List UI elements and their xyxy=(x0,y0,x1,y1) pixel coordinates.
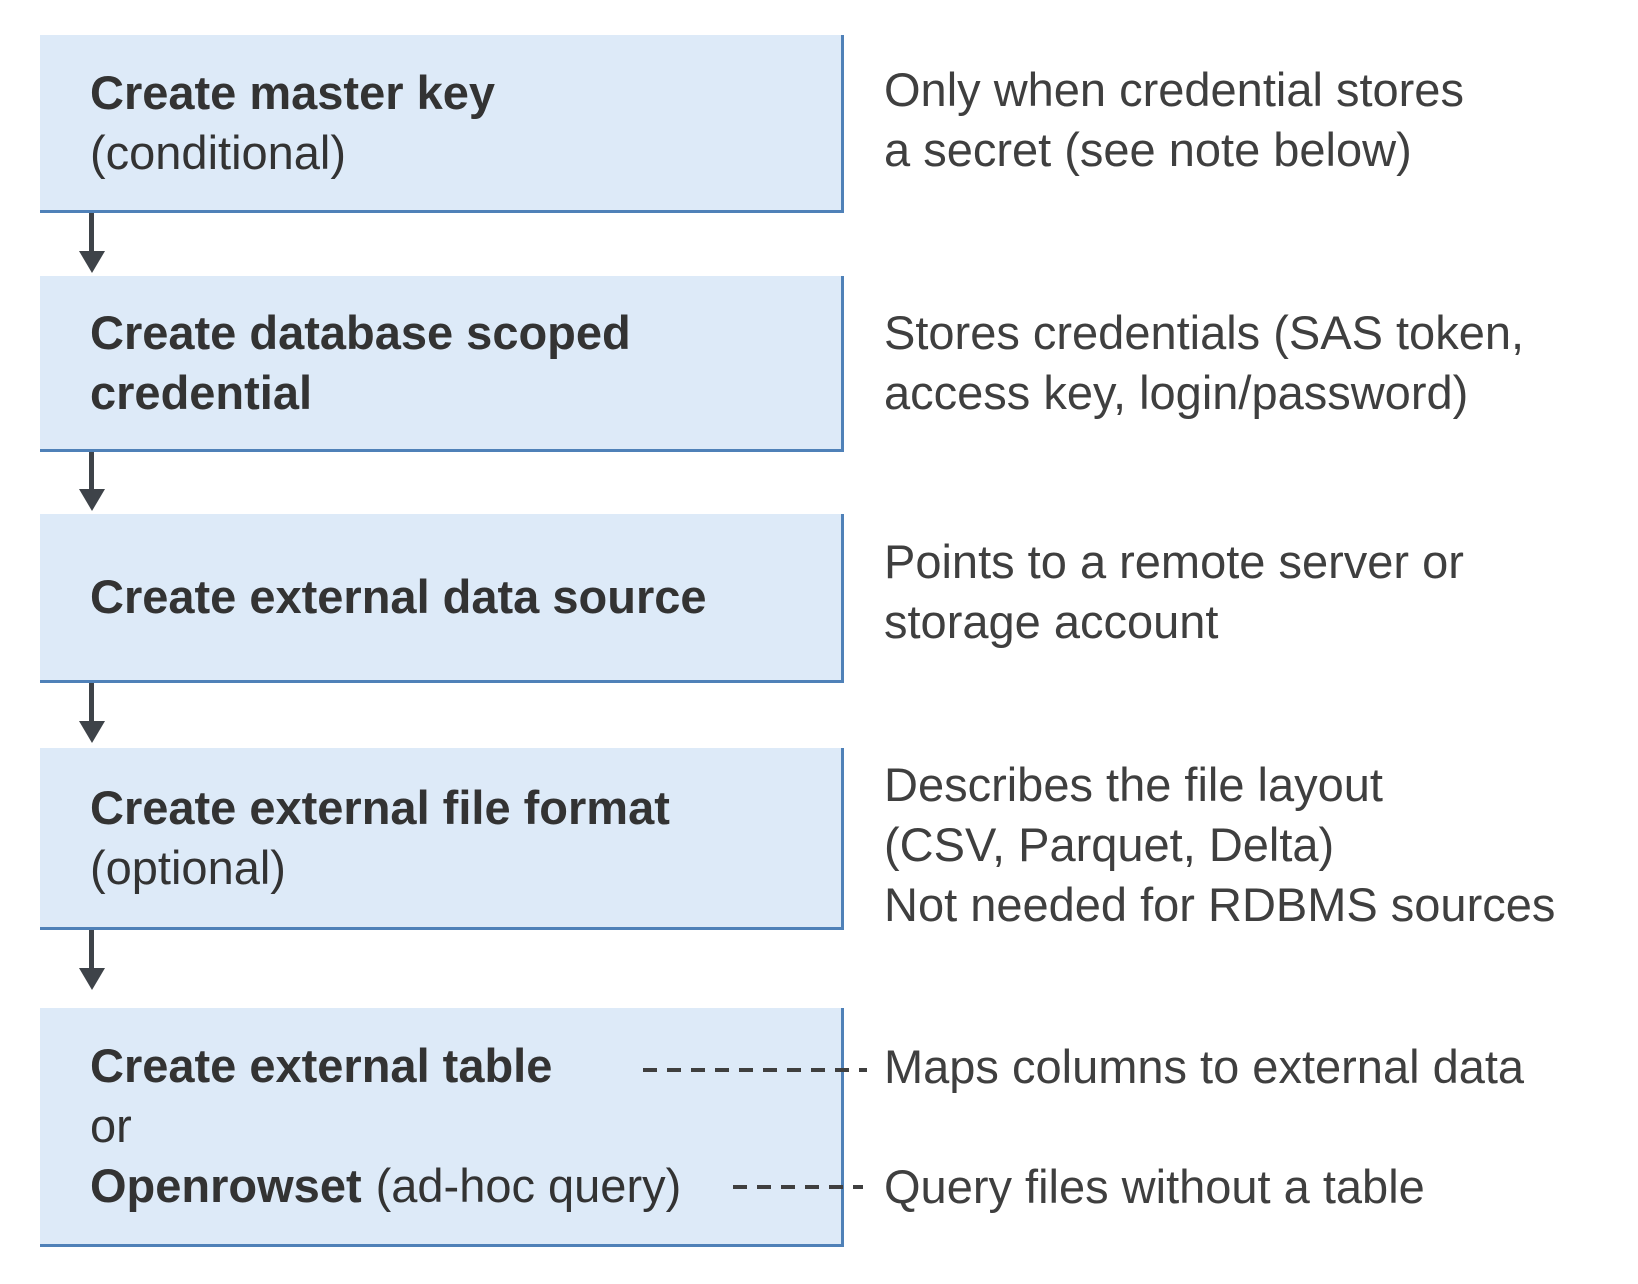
down-arrow-shaft xyxy=(89,930,94,968)
note-external-table: Maps columns to external data xyxy=(884,1040,1525,1093)
down-arrow-head xyxy=(79,968,105,990)
box-title: Create external table xyxy=(90,1039,553,1092)
down-arrow-shaft xyxy=(89,452,94,489)
flow-box-create-master-key: Create master key (conditional) xyxy=(40,35,844,213)
dashed-connector-external-table xyxy=(643,1068,867,1072)
flow-box-create-database-scoped-credential: Create database scoped credential xyxy=(40,276,844,452)
down-arrow-shaft xyxy=(89,683,94,721)
dashed-connector-openrowset xyxy=(733,1185,863,1189)
down-arrow-shaft xyxy=(89,213,94,251)
box-qualifier: (optional) xyxy=(90,840,286,894)
box-title: Create database scoped credential xyxy=(90,305,631,419)
box-qualifier: (conditional) xyxy=(90,125,347,179)
box-alt-qualifier: (ad-hoc query) xyxy=(375,1159,682,1212)
note-openrowset: Query files without a table xyxy=(884,1160,1425,1213)
flow-box-create-external-table-or-openrowset: Create external table or Openrowset(ad-h… xyxy=(40,1008,844,1247)
box-title: Create external data source xyxy=(90,570,707,623)
box-conjunction: or xyxy=(90,1099,132,1152)
note-master-key: Only when credential stores a secret (se… xyxy=(884,63,1464,176)
box-title: Create master key xyxy=(90,65,495,119)
note-database-scoped-credential: Stores credentials (SAS token, access ke… xyxy=(884,306,1525,419)
box-alt-title: Openrowset xyxy=(90,1159,362,1212)
down-arrow-head xyxy=(79,721,105,743)
note-external-file-format: Describes the file layout (CSV, Parquet,… xyxy=(884,758,1556,931)
down-arrow-head xyxy=(79,251,105,273)
flow-box-create-external-data-source: Create external data source xyxy=(40,514,844,683)
flow-box-create-external-file-format: Create external file format (optional) xyxy=(40,748,844,930)
note-external-data-source: Points to a remote server or storage acc… xyxy=(884,535,1464,648)
box-alt-line: Openrowset(ad-hoc query) xyxy=(90,1156,841,1216)
down-arrow-head xyxy=(79,489,105,511)
box-title: Create external file format xyxy=(90,780,670,834)
